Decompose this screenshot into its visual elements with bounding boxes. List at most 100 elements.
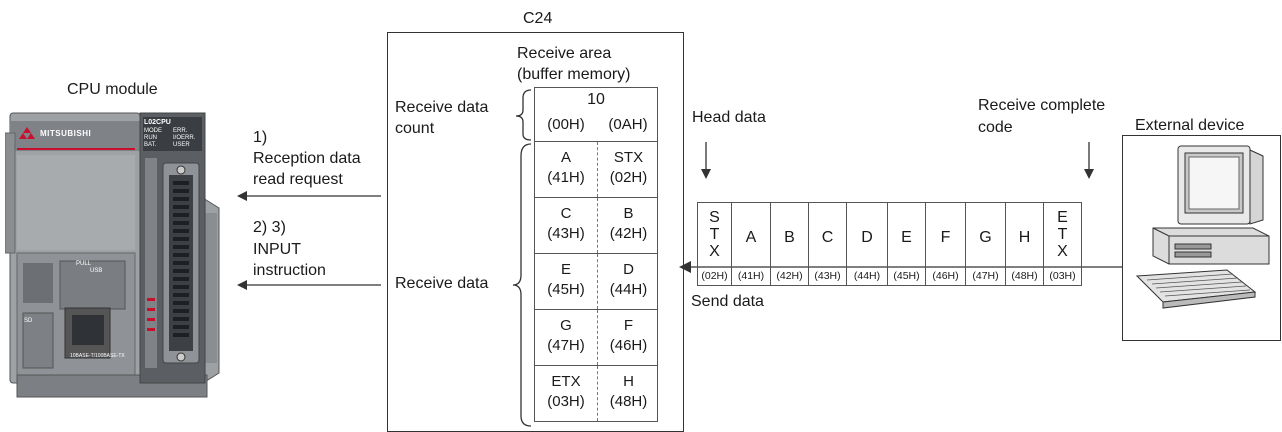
- receive-complete-line2: code: [978, 119, 1013, 136]
- receive-area-line2: (buffer memory): [517, 66, 631, 83]
- step23-line1: INPUT: [253, 241, 301, 258]
- frame-char: D: [861, 229, 873, 246]
- frame-hex: (44H): [853, 270, 881, 282]
- c24-title: C24: [523, 10, 553, 27]
- count-brace: [515, 89, 532, 141]
- buffer-hex: (02H): [609, 169, 648, 186]
- cpu-usb-label: USB: [90, 268, 103, 274]
- cpu-module-title: CPU module: [67, 81, 158, 98]
- buffer-cell-left: A (41H): [535, 142, 597, 197]
- cpu-brand: MITSUBISHI: [40, 129, 92, 138]
- buffer-cell-left: ETX (03H): [535, 366, 597, 421]
- transmission-frame: S T X (02H) A (41H) B (42H) C (43H) D (44H) E(45H)…: [697, 202, 1082, 286]
- buffer-row: C (43H) B (42H): [534, 198, 658, 254]
- receive-complete-line1: Receive complete: [978, 97, 1106, 114]
- frame-char: F: [940, 229, 951, 246]
- buffer-hex: (48H): [609, 393, 648, 410]
- frame-hex: (47H): [972, 270, 999, 282]
- cpu-ether-label: 10BASE-T/100BASE-TX: [70, 353, 125, 359]
- frame-char: C: [821, 229, 834, 246]
- buffer-hex: (43H): [547, 225, 585, 242]
- receive-count-label-line2: count: [395, 120, 435, 137]
- buffer-cell-right: H(48H): [597, 366, 659, 421]
- cpu-module-illustration: [5, 112, 220, 398]
- frame-cell: E T X (03H): [1044, 202, 1082, 286]
- buffer-row: G (47H) F (46H): [534, 310, 658, 366]
- frame-cell: H (48H): [1006, 202, 1044, 286]
- computer-icon: [1135, 145, 1270, 309]
- buffer-hex: (42H): [609, 225, 648, 242]
- step1-line2: read request: [253, 171, 343, 188]
- count-hex-left: (00H): [547, 116, 585, 133]
- step1-number: 1): [253, 129, 268, 146]
- buffer-hex: (41H): [547, 169, 585, 186]
- count-hex-right: (0AH): [608, 116, 648, 133]
- frame-cell: G (47H): [966, 202, 1006, 286]
- step1-line1: Reception data: [253, 150, 361, 167]
- frame-cell: D (44H): [847, 202, 888, 286]
- frame-hex: (46H): [932, 270, 959, 282]
- frame-char: S T X: [709, 209, 720, 260]
- frame-hex: (02H): [701, 270, 728, 282]
- frame-char: H: [1018, 229, 1031, 246]
- cpu-pull-label: PULL: [76, 261, 92, 267]
- buffer-cell-left: E (45H): [535, 254, 597, 309]
- step23-number: 2) 3): [253, 219, 286, 236]
- cpu-model: L02CPU: [144, 119, 171, 126]
- external-device-title: External device: [1135, 117, 1245, 134]
- buffer-hex: (46H): [609, 337, 648, 354]
- frame-hex: (43H): [814, 270, 841, 282]
- frame-char: G: [979, 229, 992, 246]
- frame-cell: F (46H): [926, 202, 966, 286]
- buffer-char: B: [623, 205, 634, 222]
- buffer-char: A: [560, 149, 571, 166]
- buffer-char: G: [560, 317, 572, 334]
- send-data-label: Send data: [691, 293, 764, 310]
- step23-line2: instruction: [253, 262, 326, 279]
- buffer-hex: (03H): [547, 393, 585, 410]
- frame-cell: C (43H): [809, 202, 847, 286]
- buffer-char: D: [623, 261, 634, 278]
- head-data-label: Head data: [692, 109, 766, 126]
- frame-hex: (41H): [737, 270, 765, 282]
- frame-char: A: [745, 229, 757, 246]
- frame-cell: S T X (02H): [697, 202, 732, 286]
- buffer-hex: (45H): [547, 281, 585, 298]
- frame-hex: (48H): [1011, 270, 1038, 282]
- buffer-memory-table: 10 (00H) (0AH) A (41H) STX (02H) C (43H) B (42H…: [534, 87, 658, 422]
- count-value: 10: [587, 91, 605, 108]
- data-rows: A (41H) STX (02H) C (43H) B (42H) E (45H) D (44H) G (…: [534, 142, 658, 422]
- frame-cell: E(45H): [888, 202, 926, 286]
- cpu-sd-label: SD: [24, 318, 33, 324]
- buffer-cell-left: G (47H): [535, 310, 597, 365]
- receive-area-line1: Receive area: [517, 45, 612, 62]
- frame-char: B: [784, 229, 795, 246]
- buffer-char: F: [623, 317, 634, 334]
- buffer-char: E: [560, 261, 571, 278]
- frame-cell: B (42H): [771, 202, 809, 286]
- buffer-cell-right: B (42H): [597, 198, 659, 253]
- frame-hex: (03H): [1049, 270, 1076, 282]
- receive-data-label: Receive data: [395, 275, 489, 292]
- cpu-led-left: MODE RUN BAT.: [144, 128, 162, 148]
- frame-char: E: [901, 229, 912, 246]
- buffer-cell-left: C (43H): [535, 198, 597, 253]
- buffer-hex: (44H): [609, 281, 648, 298]
- buffer-row: ETX (03H) H(48H): [534, 366, 658, 422]
- buffer-cell-right: F (46H): [597, 310, 659, 365]
- buffer-cell-right: D (44H): [597, 254, 659, 309]
- buffer-char: C: [560, 205, 572, 222]
- cpu-led-right: ERR. I/OERR. USER: [173, 128, 196, 148]
- frame-cell: A (41H): [732, 202, 771, 286]
- buffer-char: ETX: [551, 373, 581, 390]
- data-brace: [512, 143, 532, 427]
- buffer-row: E (45H) D (44H): [534, 254, 658, 310]
- receive-count-label-line1: Receive data: [395, 99, 489, 116]
- frame-hex: (42H): [776, 270, 803, 282]
- frame-char: E T X: [1057, 209, 1068, 260]
- buffer-hex: (47H): [547, 337, 585, 354]
- count-row: 10 (00H) (0AH): [534, 87, 658, 142]
- external-device-box: [1122, 135, 1281, 341]
- buffer-char: STX: [613, 149, 644, 166]
